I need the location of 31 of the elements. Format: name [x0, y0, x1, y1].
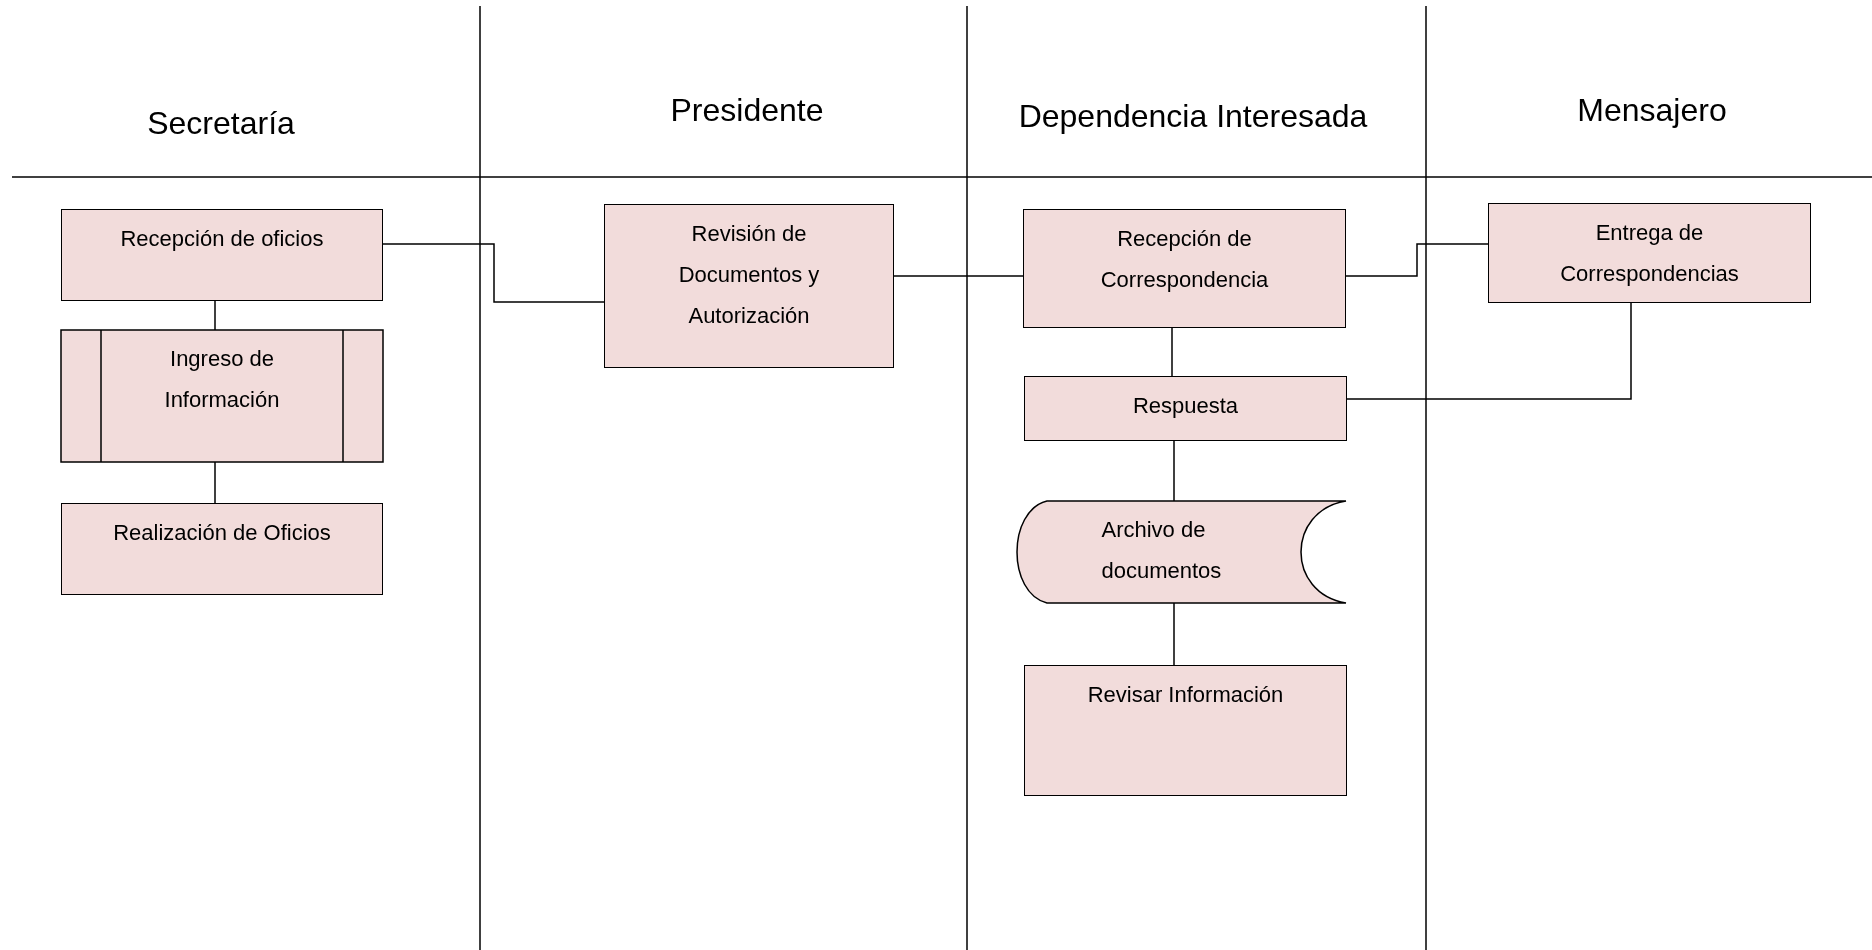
- process-box: [1024, 376, 1347, 441]
- node-label: Revisión de Documentos y Autorización: [677, 220, 821, 330]
- process-box: [604, 204, 894, 368]
- connector-line: [1173, 602, 1175, 666]
- connector-line: [214, 461, 216, 504]
- process-box: [61, 209, 383, 301]
- lane-heading: Dependencia Interesada: [1018, 98, 1368, 135]
- lane-heading: Presidente: [670, 92, 824, 129]
- process-box: [1488, 203, 1811, 303]
- lane-heading: Mensajero: [1577, 92, 1727, 129]
- node-label: Recepción de oficios: [119, 225, 325, 253]
- lane-heading: Secretaría: [147, 105, 295, 142]
- node-label: Archivo de documentos: [1101, 516, 1223, 585]
- predefined-process-box: [61, 330, 383, 462]
- process-box: [1023, 209, 1346, 328]
- node-label: Realización de Oficios: [112, 519, 332, 547]
- connector-line: [893, 275, 1024, 277]
- process-box: [61, 503, 383, 595]
- node-label: Entrega de Correspondencias: [1559, 219, 1740, 288]
- connector-line: [1173, 440, 1175, 502]
- node-label: Recepción de Correspondencia: [1099, 225, 1270, 294]
- connector-line: [214, 300, 216, 331]
- connector-line: [1171, 327, 1173, 377]
- process-box: [1024, 665, 1347, 796]
- node-label: Ingreso de Información: [163, 345, 281, 414]
- connector-line: [1345, 243, 1489, 277]
- connector-line: [1346, 302, 1632, 400]
- node-label: Respuesta: [1131, 392, 1240, 420]
- connector-line: [382, 243, 605, 303]
- stored-data-shape: [1017, 501, 1346, 603]
- node-label: Revisar Información: [1086, 681, 1285, 709]
